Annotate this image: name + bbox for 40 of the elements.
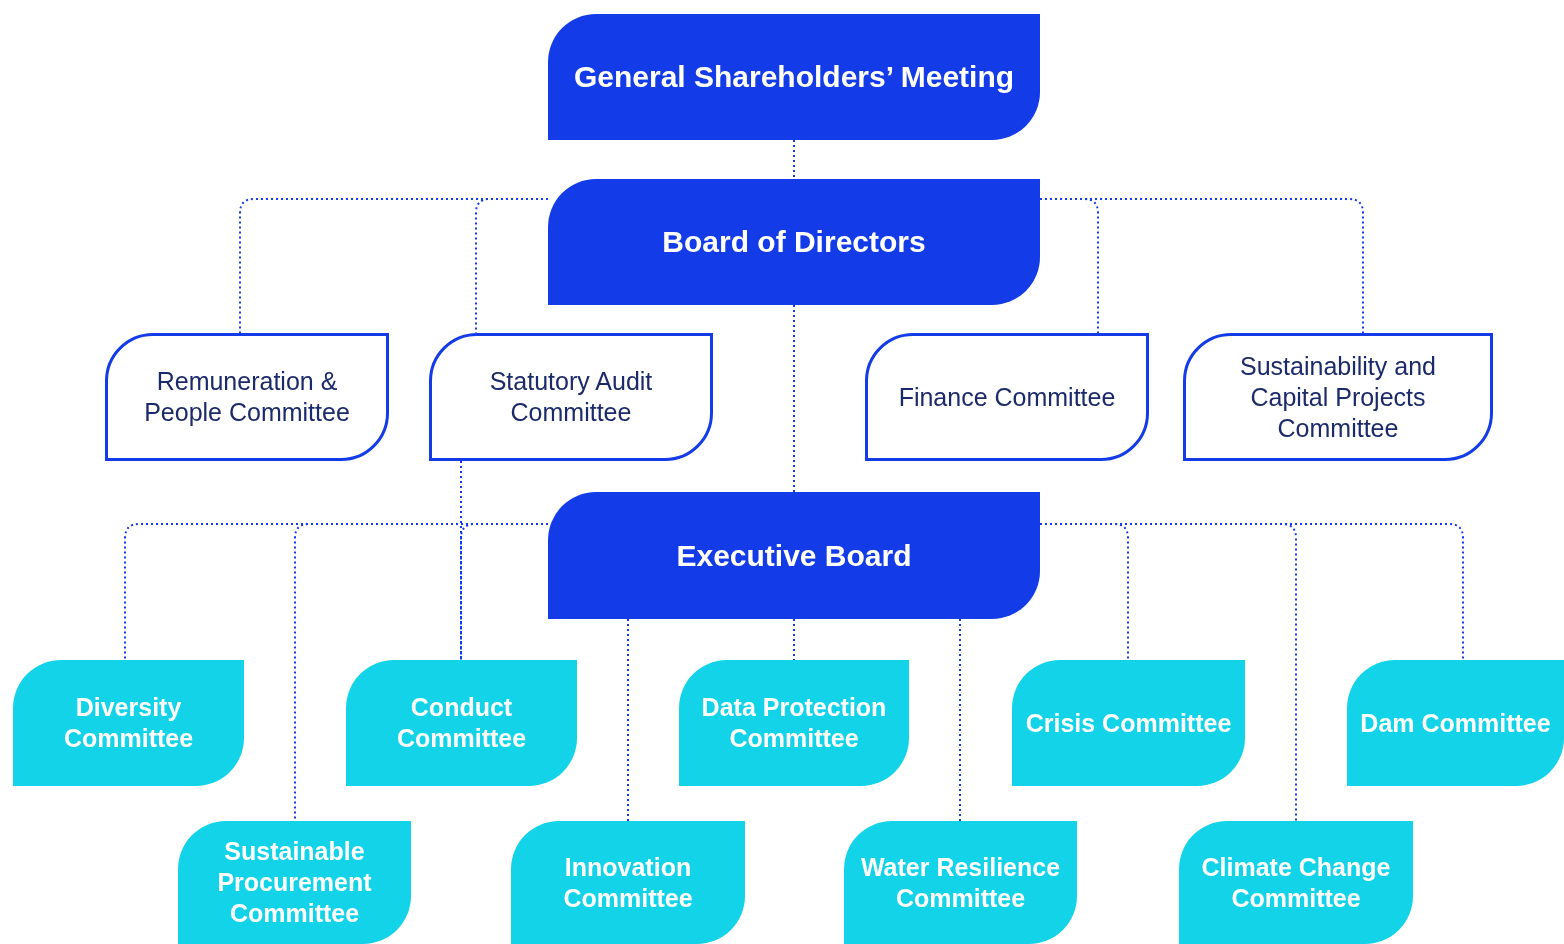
node-label: Dam Committee bbox=[1360, 707, 1551, 739]
node-label: Innovation Committee bbox=[562, 851, 694, 914]
node-label: Water Resilience Committee bbox=[859, 851, 1062, 914]
committee-box bbox=[429, 333, 713, 461]
node-label: Remuneration & People Committee bbox=[143, 366, 351, 428]
node-label: Finance Committee bbox=[898, 381, 1116, 413]
connector-line bbox=[475, 198, 549, 334]
governance-box bbox=[548, 492, 1040, 619]
connector-line bbox=[460, 460, 462, 661]
node-label: General Shareholders’ Meeting bbox=[573, 60, 1015, 94]
committee-box bbox=[1179, 821, 1413, 944]
connector-line bbox=[627, 618, 629, 822]
governance-box bbox=[548, 179, 1040, 305]
committee-box bbox=[679, 660, 909, 786]
node-label: Sustainable Procurement Committee bbox=[216, 836, 373, 929]
connector-line bbox=[959, 618, 961, 822]
connector-line bbox=[793, 618, 795, 661]
connector-line bbox=[793, 304, 795, 493]
committee-box bbox=[346, 660, 577, 786]
committee-box bbox=[1012, 660, 1245, 786]
node-label: Climate Change Committee bbox=[1200, 851, 1392, 914]
node-label: Conduct Committee bbox=[395, 692, 528, 754]
node-label: Statutory Audit Committee bbox=[488, 366, 654, 428]
governance-box bbox=[548, 14, 1040, 140]
node-label: Data Protection Committee bbox=[700, 692, 888, 754]
committee-box bbox=[13, 660, 244, 786]
connector-line bbox=[460, 523, 549, 661]
node-label: Crisis Committee bbox=[1025, 707, 1232, 739]
committee-box bbox=[1183, 333, 1493, 461]
node-label: Diversity Committee bbox=[62, 692, 195, 754]
committee-box bbox=[1347, 660, 1564, 786]
node-label: Sustainability and Capital Projects Committee bbox=[1239, 350, 1437, 444]
node-label: Board of Directors bbox=[662, 225, 926, 259]
committee-box bbox=[844, 821, 1077, 944]
node-label: Executive Board bbox=[676, 538, 912, 573]
committee-box bbox=[511, 821, 745, 944]
committee-box bbox=[105, 333, 389, 461]
connector-line bbox=[793, 139, 795, 180]
committee-box bbox=[865, 333, 1149, 461]
committee-box bbox=[178, 821, 411, 944]
